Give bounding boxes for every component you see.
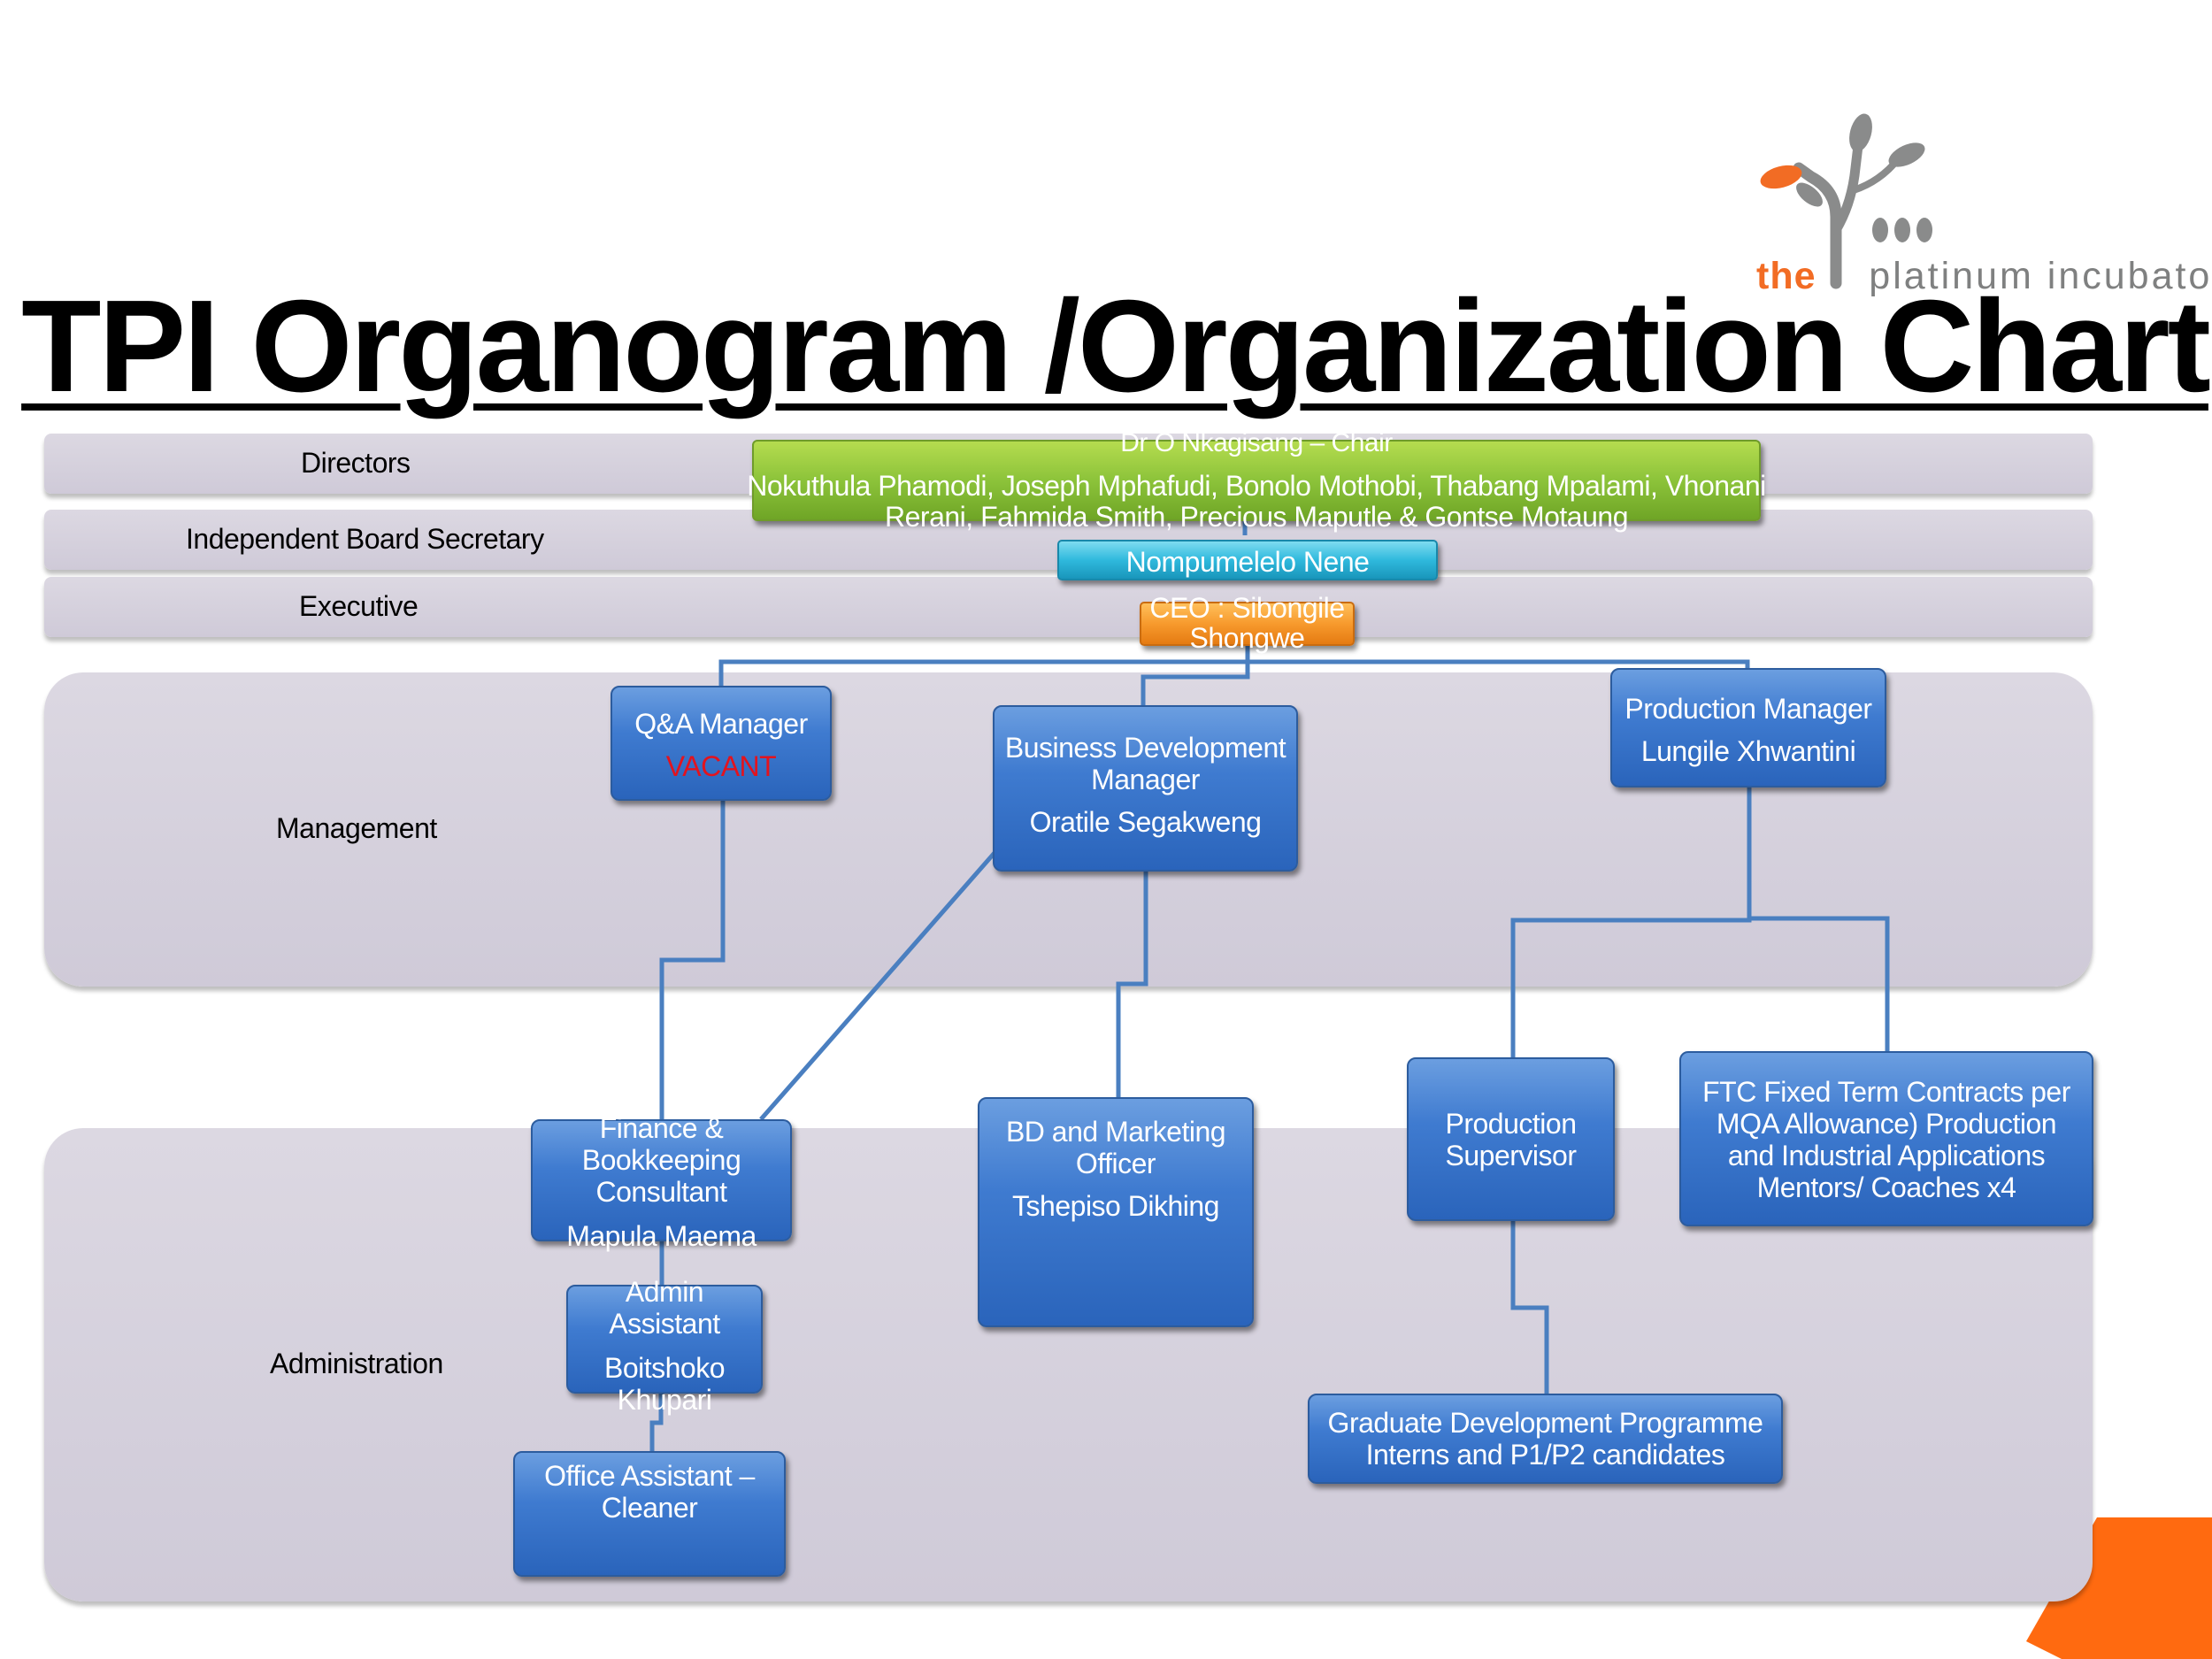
ceo-line-1: CEO : Sibongile — [1149, 592, 1345, 624]
bd-manager-title-1: Business Development — [1004, 732, 1286, 764]
graduate-line-1: Graduate Development Programme — [1327, 1407, 1763, 1439]
qa-manager-box: Q&A Manager VACANT — [611, 686, 832, 801]
ftc-line-1: FTC Fixed Term Contracts per — [1702, 1076, 2070, 1108]
finance-title-2: Bookkeeping — [581, 1144, 741, 1176]
qa-manager-title: Q&A Manager — [634, 708, 808, 740]
admin-assistant-title-1: Admin — [625, 1276, 704, 1308]
logo-word-platinum-incubator: platinum incubator — [1869, 255, 2212, 297]
board-of-directors-box: Nokuthula Phamodi, Joseph Mphafudi, Bono… — [747, 440, 1766, 521]
logo-wordmark: the platinum incubator — [1756, 255, 2212, 298]
band-label-administration: Administration — [270, 1348, 443, 1379]
office-assistant-title-2: Cleaner — [601, 1492, 698, 1524]
finance-title-3: Consultant — [595, 1176, 727, 1208]
platinum-incubator-logo-icon — [1760, 113, 1932, 289]
corner-decoration — [2026, 1517, 2212, 1659]
admin-assistant-name-2: Khupari — [617, 1384, 712, 1416]
board-secretary-box: Nompumelelo Nene — [1057, 540, 1438, 580]
ftc-mentors-box: FTC Fixed Term Contracts per MQA Allowan… — [1679, 1051, 2093, 1226]
board-members-line-2: Rerani, Fahmida Smith, Precious Maputle … — [885, 501, 1628, 533]
bd-manager-box: Business Development Manager Oratile Seg… — [993, 705, 1298, 872]
qa-manager-status: VACANT — [665, 750, 777, 782]
secretary-name: Nompumelelo Nene — [1125, 546, 1370, 578]
production-manager-title: Production Manager — [1624, 693, 1872, 725]
logo-word-the: the — [1756, 255, 1816, 297]
ceo-line-2: Shongwe — [1189, 622, 1305, 654]
production-supervisor-title-1: Production — [1445, 1108, 1577, 1140]
band-label-management: Management — [276, 812, 437, 844]
production-manager-box: Production Manager Lungile Xhwantini — [1610, 668, 1886, 787]
board-members-line-1: Nokuthula Phamodi, Joseph Mphafudi, Bono… — [747, 470, 1766, 502]
board-chair-label: Dr O Nkagisang – Chair — [1120, 428, 1393, 457]
page-title: TPI Organogram /Organization Chart — [0, 281, 2212, 412]
production-supervisor-box: Production Supervisor — [1407, 1057, 1615, 1221]
band-label-secretary: Independent Board Secretary — [186, 523, 544, 555]
band-label-executive: Executive — [299, 590, 419, 622]
production-manager-name: Lungile Xhwantini — [1640, 735, 1856, 767]
office-assistant-title-1: Office Assistant – — [544, 1460, 755, 1492]
finance-title-1: Finance & — [599, 1112, 724, 1144]
admin-assistant-title-2: Assistant — [609, 1308, 720, 1340]
band-label-directors: Directors — [301, 447, 411, 479]
admin-assistant-box: Admin Assistant Boitshoko Khupari — [566, 1276, 763, 1416]
production-supervisor-title-2: Supervisor — [1445, 1140, 1577, 1171]
admin-assistant-name-1: Boitshoko — [603, 1352, 726, 1384]
bd-marketing-title-2: Officer — [1075, 1148, 1156, 1179]
graduate-line-2: Interns and P1/P2 candidates — [1365, 1439, 1725, 1471]
bd-manager-title-2: Manager — [1091, 764, 1200, 795]
bd-marketing-officer-box: BD and Marketing Officer Tshepiso Dikhin… — [978, 1097, 1254, 1327]
graduate-programme-box: Graduate Development Programme Interns a… — [1308, 1394, 1783, 1484]
bd-manager-name: Oratile Segakweng — [1029, 806, 1262, 838]
bd-marketing-name: Tshepiso Dikhing — [1012, 1190, 1219, 1222]
ftc-line-4: Mentors/ Coaches x4 — [1756, 1171, 2016, 1203]
bd-marketing-title-1: BD and Marketing — [1005, 1116, 1226, 1148]
band-executive — [44, 577, 2093, 637]
ceo-box: CEO : Sibongile Shongwe — [1140, 593, 1355, 653]
ftc-line-3: and Industrial Applications — [1727, 1140, 2046, 1171]
finance-consultant-box: Finance & Bookkeeping Consultant Mapula … — [531, 1112, 792, 1252]
page-title-text: TPI Organogram /Organization Chart — [21, 273, 2211, 419]
finance-name: Mapula Maema — [566, 1220, 757, 1252]
office-assistant-box: Office Assistant – Cleaner — [513, 1451, 786, 1577]
ftc-line-2: MQA Allowance) Production — [1716, 1108, 2057, 1140]
